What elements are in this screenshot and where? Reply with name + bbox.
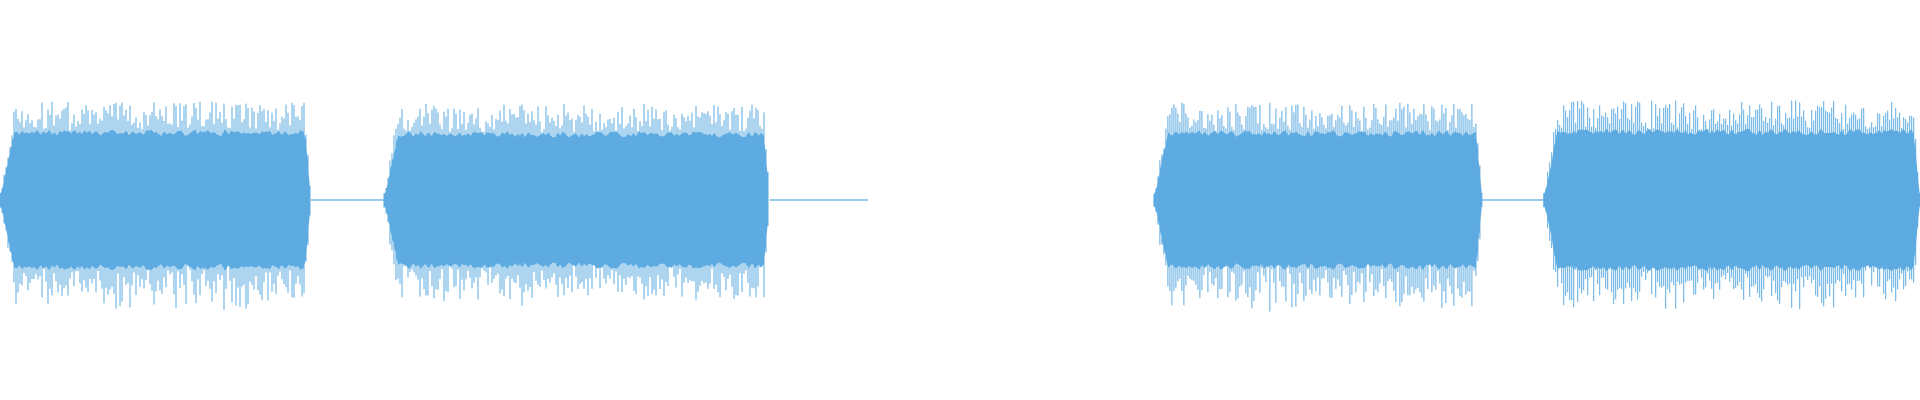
waveform-burst-peaks (383, 103, 769, 306)
waveform-burst-peaks (1543, 100, 1920, 310)
waveform-burst-7 (1543, 100, 1920, 310)
waveform-burst-0 (0, 101, 311, 310)
waveform-burst-peaks (0, 101, 311, 310)
waveform-layer (0, 100, 1920, 312)
waveform-burst-2 (383, 103, 769, 306)
waveform-burst-peaks (1153, 102, 1483, 312)
waveform-burst-5 (1153, 102, 1483, 312)
